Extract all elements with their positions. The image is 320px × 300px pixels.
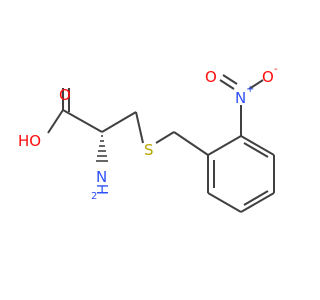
- bond-alpha-ch2: [101, 111, 137, 133]
- amine-h-label: H: [94, 184, 112, 195]
- benzene-ring: [207, 135, 275, 213]
- bond-nitro-o-right: [248, 79, 264, 90]
- bond-nitro-o-2: [222, 74, 238, 85]
- sulfur-label: S: [144, 141, 154, 159]
- nitro-n-label: N: [235, 89, 246, 107]
- carbonyl-oxygen-label: O: [59, 86, 71, 104]
- nitro-n-charge: +: [246, 84, 254, 95]
- stereo-hash-bond: [96, 135, 108, 162]
- amine-h-subscript: 2: [91, 191, 97, 202]
- bond-ch2-ring: [173, 131, 209, 156]
- hydroxyl-label: HO: [18, 132, 41, 150]
- amine-n-label: N: [96, 168, 107, 186]
- molecule-canvas: O HO N H 2 S N + O O -: [18, 64, 278, 213]
- structure-diagram: O HO N H 2 S N + O O -: [18, 64, 278, 213]
- nitro-oxygen-top-label: O: [205, 68, 217, 86]
- bond-ch2-s: [135, 111, 144, 144]
- bond-nitro-o-1: [219, 79, 235, 90]
- bond-s-ch2: [155, 131, 175, 144]
- bond-c-alpha: [62, 109, 103, 133]
- nitro-oxygen-right-label: O: [262, 68, 274, 86]
- nitro-oxygen-charge: -: [274, 64, 278, 75]
- bond-c-oh: [47, 109, 64, 134]
